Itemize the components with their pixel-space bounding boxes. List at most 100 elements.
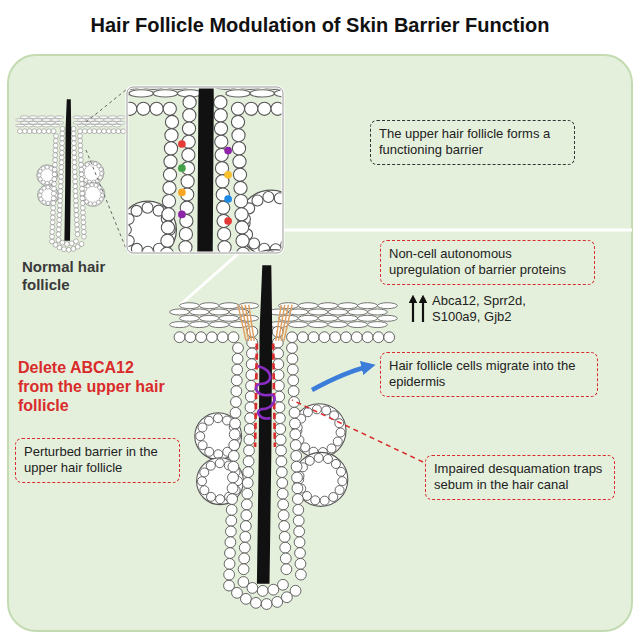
cell [37, 173, 41, 177]
cell [263, 191, 274, 202]
cell [73, 194, 78, 199]
cell [53, 143, 58, 148]
cell [164, 155, 177, 168]
cell [290, 440, 301, 451]
cell [50, 220, 55, 225]
cell [58, 198, 63, 203]
cell [37, 129, 42, 134]
epidermis-cell [16, 124, 25, 127]
cell [207, 332, 218, 343]
cell [242, 478, 253, 489]
cell [228, 461, 239, 472]
cell [106, 129, 111, 134]
cell [362, 332, 373, 343]
cell [198, 423, 207, 432]
cell [78, 134, 83, 139]
cell [330, 332, 341, 343]
epidermis-cell [29, 121, 38, 124]
cell [165, 129, 178, 142]
callout-box: Non-cell autonomous upregulation of barr… [380, 240, 595, 285]
cell [225, 548, 236, 559]
cell [85, 200, 89, 204]
cell [291, 461, 302, 472]
cell [261, 599, 272, 610]
cell [275, 424, 286, 435]
barrier-dot [178, 140, 186, 148]
epidermis-cell [338, 315, 358, 321]
epidermis-cell [318, 303, 338, 309]
cell [218, 241, 231, 253]
cell [198, 477, 207, 486]
cell [301, 443, 310, 452]
migration-arrow [312, 366, 370, 390]
cell [294, 526, 305, 537]
epidermis-cell [378, 315, 398, 321]
cell [245, 413, 256, 424]
migrating-cell [249, 305, 254, 341]
cell [75, 227, 80, 232]
epidermis-cell [86, 124, 95, 127]
cell [232, 353, 243, 364]
cell [207, 492, 216, 501]
cell [230, 407, 241, 418]
cell [93, 202, 97, 206]
cell [275, 434, 286, 445]
cell [232, 364, 243, 375]
cell [244, 424, 255, 435]
cell [230, 418, 241, 429]
cell [162, 195, 175, 208]
cell [225, 537, 236, 548]
guide-path [83, 185, 102, 204]
epidermis-cell [219, 315, 239, 321]
cell [226, 504, 237, 515]
cell [73, 174, 78, 179]
cell [57, 208, 62, 213]
cell [52, 177, 56, 181]
epidermis-cell [328, 322, 348, 328]
epidermis-cell [82, 116, 91, 119]
cell [52, 162, 57, 167]
cell [102, 129, 107, 134]
cell [46, 185, 50, 189]
cell [72, 146, 77, 151]
cell [276, 445, 287, 456]
cell [205, 447, 214, 456]
cell [293, 504, 304, 515]
hair-follicle [16, 99, 126, 252]
cell [216, 495, 225, 504]
cell [59, 170, 64, 175]
cell [111, 129, 116, 134]
cell [234, 181, 247, 194]
cell [73, 189, 78, 194]
cell [280, 553, 291, 564]
cell [81, 230, 86, 235]
cell [228, 332, 239, 343]
cell [79, 167, 84, 172]
cell [74, 239, 79, 244]
barrier-dot [224, 195, 232, 203]
cell [78, 143, 83, 148]
cell [72, 141, 77, 146]
cell [247, 583, 258, 594]
separator-line [180, 230, 632, 305]
up-arrow [412, 299, 414, 322]
cell [240, 531, 251, 542]
cell [39, 189, 43, 193]
cell [162, 208, 175, 221]
cell [51, 196, 56, 201]
epidermis-cell [42, 124, 51, 127]
epidermis-cell [29, 116, 38, 119]
cell [335, 419, 344, 428]
cell [58, 184, 63, 189]
cell [163, 181, 176, 194]
cell [227, 483, 238, 494]
cell [79, 241, 84, 246]
cell [227, 494, 238, 505]
cell [51, 191, 56, 196]
cell [185, 332, 196, 343]
cell [245, 391, 256, 402]
cell [226, 515, 237, 526]
cell [72, 150, 77, 155]
cell [244, 434, 255, 445]
